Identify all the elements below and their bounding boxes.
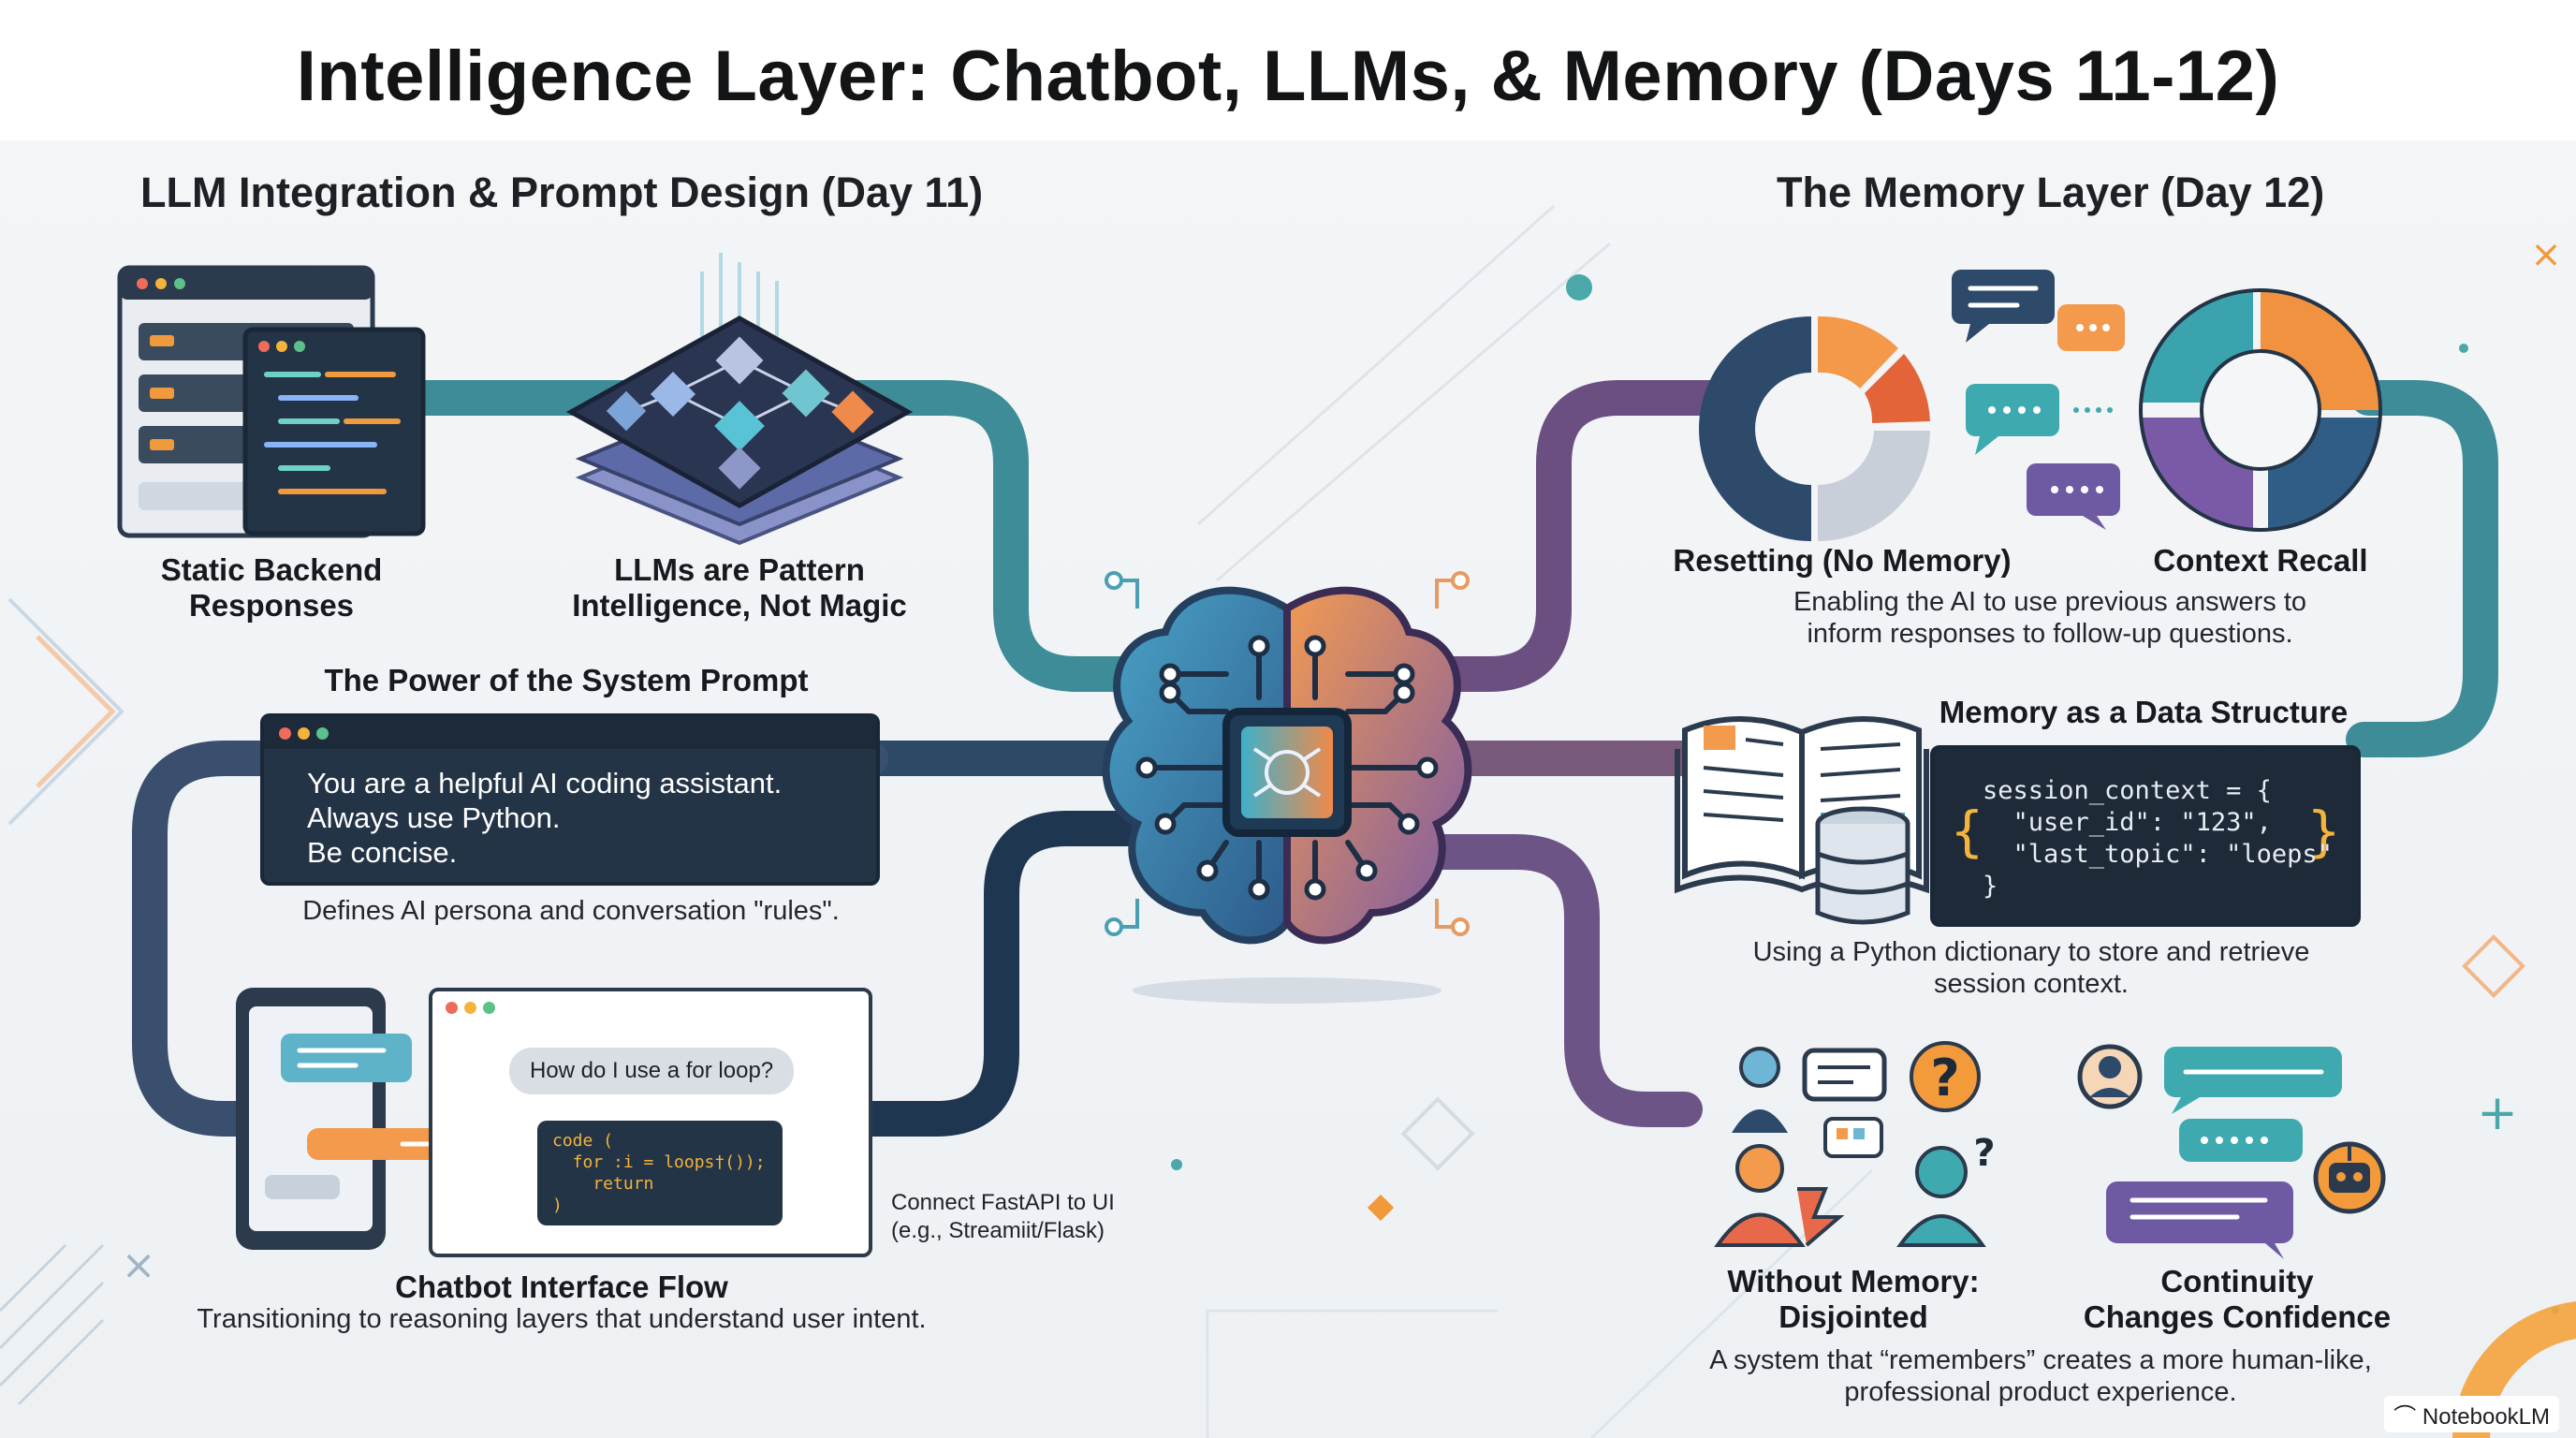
chat-bubbles-icon bbox=[1952, 270, 2125, 530]
llm-pattern-label: LLMs are Pattern Intelligence, Not Magic bbox=[572, 552, 907, 623]
llm-section-heading: LLM Integration & Prompt Design (Day 11) bbox=[140, 169, 984, 216]
book-database-icon bbox=[1675, 716, 1929, 925]
page-title: Intelligence Layer: Chatbot, LLMs, & Mem… bbox=[296, 37, 2280, 116]
data-structure-desc: Using a Python dictionary to store and r… bbox=[1752, 937, 2310, 999]
continuity-chat-icon bbox=[2077, 1044, 2386, 1259]
pathways bbox=[132, 380, 2498, 1137]
bottom-desc: A system that “remembers” creates a more… bbox=[1709, 1345, 2372, 1407]
chat-code-text: code ( for :i = loops†()); return ) bbox=[552, 1131, 766, 1215]
path-top-right bbox=[1414, 380, 1731, 692]
chat-question-bubble: How do I use a for loop? bbox=[509, 1048, 795, 1094]
llm-network-icon bbox=[565, 253, 914, 546]
static-backend-label: Static Backend Responses bbox=[160, 552, 383, 623]
resetting-label: Resetting (No Memory) bbox=[1673, 543, 2012, 578]
disjointed-people-icon: ? ? bbox=[1714, 1041, 1996, 1247]
chat-code-block: code ( for :i = loops†()); return ) bbox=[537, 1121, 783, 1225]
session-context-card: { } session_context = { "user_id": "123"… bbox=[1930, 745, 2361, 927]
server-icon bbox=[117, 265, 426, 538]
chat-window: How do I use a for loop? code ( for :i =… bbox=[429, 988, 872, 1257]
background-decor bbox=[7, 204, 2525, 1438]
path-bottom-right bbox=[1405, 834, 1703, 1127]
system-prompt-desc: Defines AI persona and conversation "rul… bbox=[302, 896, 840, 926]
memory-section-heading: The Memory Layer (Day 12) bbox=[1777, 169, 2325, 216]
context-recall-label: Context Recall bbox=[2153, 543, 2368, 578]
chatbot-flow-desc: Transitioning to reasoning layers that u… bbox=[197, 1304, 927, 1334]
connect-note: Connect FastAPI to UI (e.g., Streamiit/F… bbox=[891, 1190, 1115, 1243]
system-prompt-card: You are a helpful AI coding assistant. A… bbox=[260, 713, 880, 886]
data-structure-heading: Memory as a Data Structure bbox=[1939, 695, 2349, 729]
brain-chip-icon bbox=[1102, 571, 1472, 1004]
session-context-code: session_context = { "user_id": "123", "l… bbox=[1983, 776, 2333, 901]
svg-text:?: ? bbox=[1973, 1132, 1995, 1175]
resetting-donut-icon bbox=[1699, 315, 1930, 541]
decor-diamond-orange bbox=[1367, 1194, 1395, 1222]
context-recall-cycle-icon bbox=[2139, 288, 2382, 532]
path-right-loop bbox=[2346, 380, 2498, 757]
svg-text:?: ? bbox=[1930, 1049, 1959, 1108]
system-prompt-text: You are a helpful AI coding assistant. A… bbox=[307, 767, 783, 869]
continuity-label: Continuity Changes Confidence bbox=[2083, 1264, 2392, 1334]
path-mid-left bbox=[132, 741, 888, 1137]
decor-plus: + bbox=[2477, 1085, 2518, 1141]
chatbot-flow-label: Chatbot Interface Flow bbox=[395, 1269, 728, 1304]
notebooklm-badge: ⌒ NotebookLM bbox=[2384, 1396, 2559, 1432]
decor-dot-teal bbox=[1566, 274, 1592, 301]
notebooklm-logo-icon: ⌒ bbox=[2393, 1404, 2422, 1430]
without-memory-label: Without Memory: Disjointed bbox=[1727, 1264, 1980, 1334]
svg-text:×: × bbox=[122, 1241, 156, 1289]
phone-icon bbox=[236, 988, 447, 1250]
path-top-left bbox=[347, 380, 1164, 692]
context-recall-desc: Enabling the AI to use previous answers … bbox=[1793, 587, 2307, 649]
path-bottom-left bbox=[843, 811, 1178, 1137]
system-prompt-heading: The Power of the System Prompt bbox=[324, 663, 809, 697]
svg-text:×: × bbox=[2530, 233, 2562, 276]
